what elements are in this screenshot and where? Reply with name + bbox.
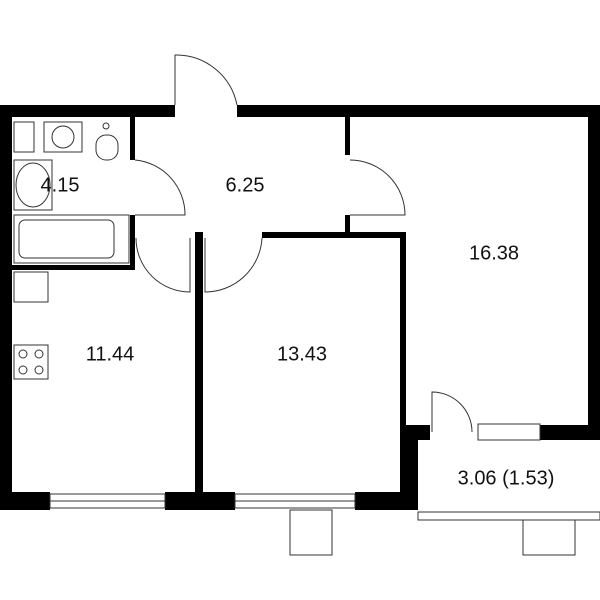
wall-balcony-left bbox=[400, 425, 418, 510]
wall-hall-right-top bbox=[345, 117, 350, 155]
entrance-door-icon bbox=[174, 54, 238, 106]
doors bbox=[134, 54, 473, 433]
burner-icon bbox=[18, 349, 28, 359]
wall-hall-right-bottom bbox=[345, 215, 350, 235]
bedroom-door-icon bbox=[204, 237, 263, 293]
kitchen-sink-icon bbox=[13, 271, 49, 303]
fixtures bbox=[13, 121, 130, 380]
washing-machine-drum-icon bbox=[51, 125, 75, 149]
sink-bowl-icon bbox=[15, 162, 51, 208]
burner-icon bbox=[34, 349, 44, 359]
balcony-glazing bbox=[417, 511, 600, 521]
room-area-bathroom: 4.15 bbox=[40, 174, 80, 197]
window-sill-2 bbox=[522, 519, 576, 556]
burner-icon bbox=[18, 365, 28, 375]
stove-icon bbox=[13, 344, 49, 380]
toilet-tank-icon bbox=[102, 122, 110, 130]
toilet-icon bbox=[95, 134, 119, 161]
window-sill-1 bbox=[289, 509, 333, 556]
kitchen-door-icon bbox=[135, 237, 191, 293]
bathroom-door-icon bbox=[134, 159, 186, 216]
windows bbox=[49, 423, 600, 556]
room-area-balcony: 3.06 (1.53) bbox=[457, 467, 555, 490]
bathtub-inner-icon bbox=[18, 219, 115, 259]
wall-bath-bottom bbox=[12, 265, 135, 270]
wall-bath-right-top bbox=[130, 117, 135, 160]
large-bedroom-window bbox=[477, 423, 541, 441]
large-bedroom-door-icon bbox=[349, 159, 406, 216]
wall-top-left bbox=[0, 105, 175, 117]
balcony-door-icon bbox=[431, 391, 473, 433]
washing-machine-icon bbox=[43, 121, 83, 153]
wall-top-right bbox=[237, 105, 600, 117]
walls bbox=[0, 105, 600, 510]
wall-hall-bottom bbox=[262, 232, 406, 238]
room-area-kitchen: 11.44 bbox=[85, 343, 135, 366]
bathtub-icon bbox=[13, 214, 130, 264]
wall-bottom-1 bbox=[0, 492, 50, 510]
room-area-bedroom-large: 16.38 bbox=[468, 242, 520, 265]
cabinet-icon bbox=[13, 121, 35, 153]
wall-bath-right-bottom bbox=[130, 215, 135, 270]
room-area-bedroom: 13.43 bbox=[276, 343, 328, 366]
wall-right bbox=[588, 105, 600, 440]
wall-bedroom-divider bbox=[400, 232, 406, 427]
burner-icon bbox=[34, 365, 44, 375]
wall-kitchen-bedroom bbox=[195, 232, 203, 494]
wall-bottom-2 bbox=[165, 492, 235, 510]
sink-icon bbox=[13, 159, 53, 211]
wall-bedroom-bottom-right bbox=[540, 425, 600, 440]
wall-left bbox=[0, 105, 12, 510]
room-area-hallway: 6.25 bbox=[225, 174, 265, 197]
